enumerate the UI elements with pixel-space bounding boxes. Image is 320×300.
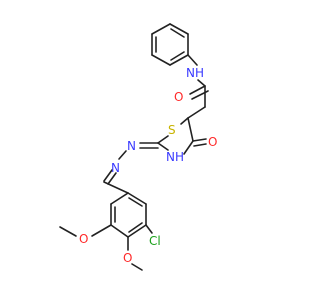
atom-label-n-hydrazone-2: N — [111, 161, 120, 175]
bonds — [59, 23, 209, 271]
atom-label-o-methoxy-1: O — [123, 251, 132, 265]
atom-label-s-ring: S — [168, 123, 176, 137]
atom-label-nh-ring: NH — [166, 150, 184, 164]
bond — [169, 23, 189, 35]
atom-label-o-ring: O — [208, 135, 217, 149]
bond — [128, 222, 143, 233]
bond — [187, 117, 194, 142]
bond — [110, 192, 129, 205]
bond — [127, 192, 147, 205]
atom-label-cl: Cl — [149, 234, 161, 248]
bond — [183, 140, 194, 155]
bond — [189, 85, 206, 95]
bond — [170, 51, 185, 61]
atom-label-o-methoxy-2: O — [79, 232, 88, 246]
bond — [91, 224, 112, 237]
bond — [128, 197, 143, 207]
bond — [197, 79, 206, 87]
atom-label-nh-amide: NH — [186, 66, 204, 80]
bond — [107, 172, 117, 185]
bond — [110, 224, 129, 238]
bond — [103, 181, 129, 194]
bond — [170, 28, 185, 38]
chemical-structure-diagram: NH O S O NH N N Cl O O — [59, 23, 217, 271]
bond — [157, 142, 169, 151]
bond — [187, 106, 206, 119]
bond — [103, 169, 113, 182]
atom-label-n-hydrazone-1: N — [127, 139, 136, 153]
bond — [118, 150, 127, 160]
bond — [157, 135, 169, 144]
atom-labels: NH O S O NH N N Cl O O — [79, 66, 217, 265]
bond — [169, 54, 189, 66]
bond — [59, 226, 77, 237]
bond — [127, 224, 147, 238]
atom-label-o-amide: O — [174, 90, 183, 104]
bond — [180, 117, 189, 125]
bond — [193, 143, 207, 147]
bond — [145, 224, 153, 234]
bond — [131, 263, 143, 271]
bond — [151, 23, 171, 35]
bond — [192, 138, 207, 142]
bond — [187, 54, 198, 66]
bond — [151, 54, 171, 66]
